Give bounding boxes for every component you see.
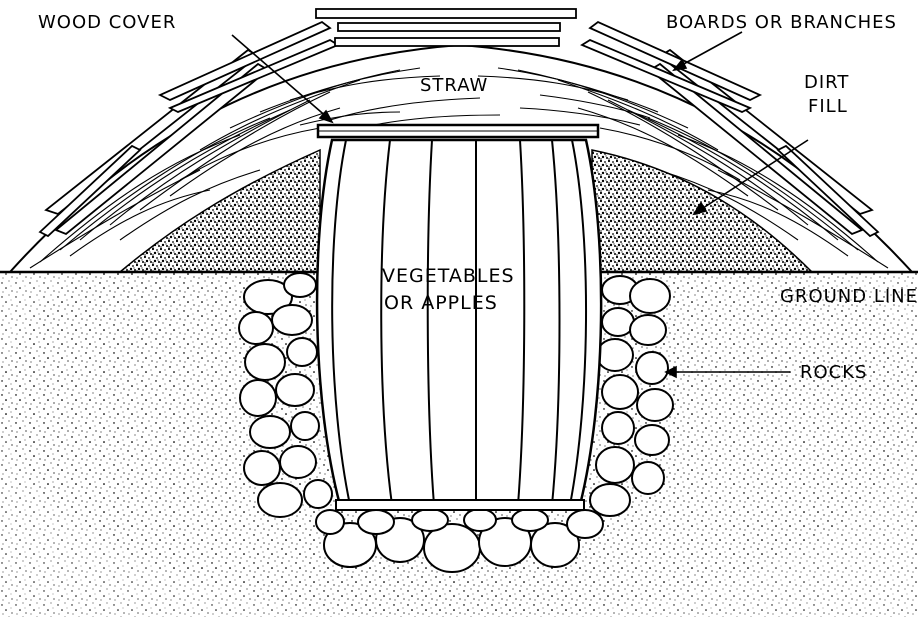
label-boards-or-branches: BOARDS OR BRANCHES <box>666 12 897 33</box>
label-vegetables-line2: OR APPLES <box>384 292 498 314</box>
barrel <box>317 140 601 510</box>
label-dirt-fill-line1: DIRT <box>804 72 849 93</box>
label-straw: STRAW <box>420 75 488 96</box>
label-ground-line: GROUND LINE <box>780 286 918 307</box>
label-rocks: ROCKS <box>800 362 867 383</box>
barrel-bottom-hoop <box>336 500 584 510</box>
label-wood-cover: WOOD COVER <box>38 12 176 33</box>
label-dirt-fill-line2: FILL <box>808 96 848 117</box>
label-vegetables-line1: VEGETABLES <box>382 265 515 287</box>
